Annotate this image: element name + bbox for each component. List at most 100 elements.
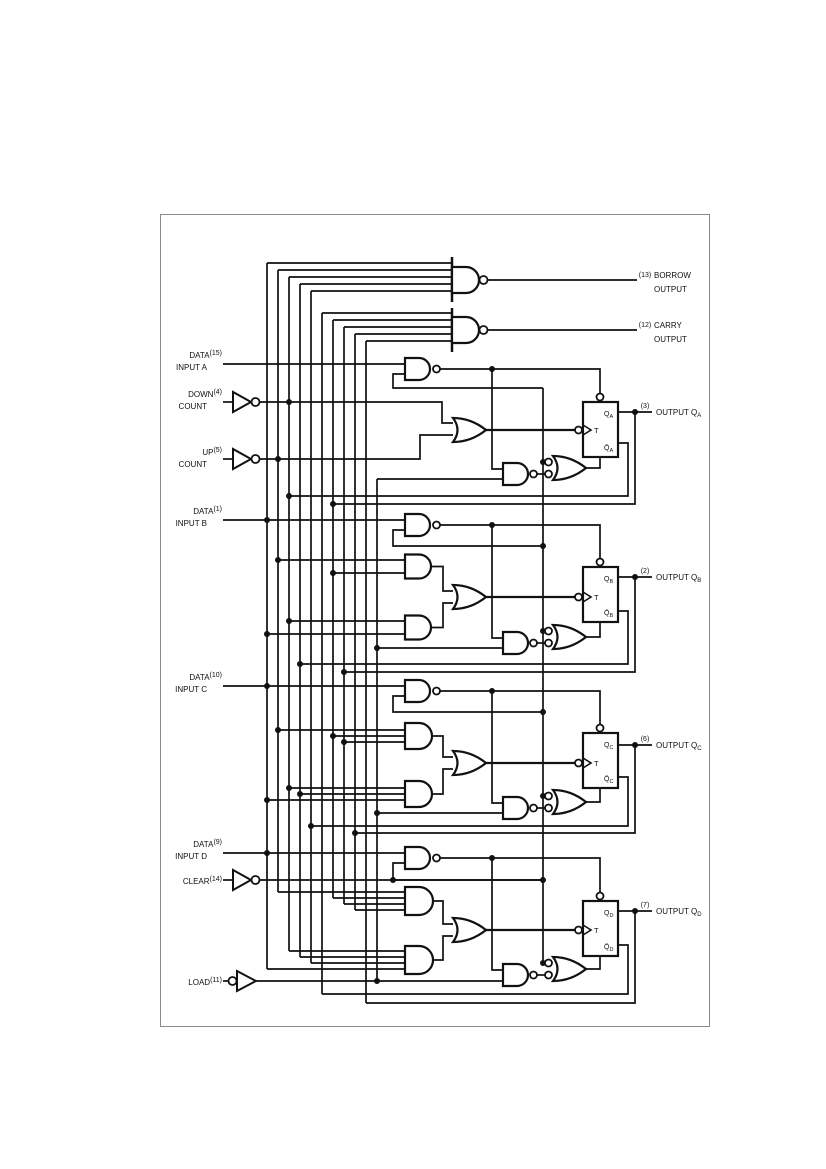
input-pin: (14) [210,876,222,883]
input-name: UP [202,448,213,457]
stage-b-or-gate [450,583,488,611]
inversion-bubble [595,392,605,402]
inversion-bubble [529,638,538,648]
stage-c-top-and-gate [403,721,434,751]
inversion-bubble [529,469,538,479]
stage-a-q-label: QA [604,411,613,420]
stage-d-clock-triangle-icon [582,924,593,936]
q-output-name: OUTPUT Q [656,573,697,582]
stage-a-data-loop-wire [392,373,543,389]
stage-c-reset-wire [586,788,601,803]
inversion-bubble [250,397,261,407]
stage-d-data-nand-gate [403,845,432,871]
q-output-sub: C [697,746,702,752]
stage-c-output-pin-label: (6) [641,736,650,743]
inversion-bubble [544,469,553,479]
stage-b-output-pin-label: (2) [641,568,650,575]
ff-qbar-sub: B [609,613,613,619]
ff-t-label: T [594,426,599,435]
stage-c-output-label: OUTPUT QC [656,741,702,752]
input-pin: (9) [213,839,222,846]
inversion-bubble [250,454,261,464]
stage-a-qbar-feedback-wire [289,442,629,497]
input-name: LOAD [188,978,210,987]
stage-a-flipflop [581,400,620,459]
borrow-pin-label: (13) [639,272,651,279]
stage-c-preset-wire [440,690,601,724]
input-name2: INPUT D [175,852,207,861]
input-name: CLEAR [183,877,210,886]
load-inverter [236,969,259,993]
down-count-wire [259,401,453,424]
stage-c-data-nand-gate [403,678,432,704]
q-pin: (7) [641,902,650,909]
ff-qbar-sub: C [609,779,613,785]
stage-d-t-label: T [594,926,599,935]
inversion-bubble [574,925,583,935]
stage-d-and-out-wire [431,900,453,925]
input-name: DOWN [188,390,214,399]
down-count-label: DOWN(4) [188,389,222,399]
input-pin: (5) [213,447,222,454]
inversion-bubble [432,520,441,530]
q-pin: (6) [641,736,650,743]
ff-t-label: T [594,926,599,935]
stage-a-reset-wire [586,457,601,469]
up-count-label: UP(5) [202,447,222,457]
ff-q-label: Q [604,411,610,418]
stage-d-q-label: QD [604,910,613,919]
data-input-d-label: DATA(9) [193,839,222,849]
carry-name2: OUTPUT [654,335,687,344]
data-input-a-label2: INPUT A [176,363,208,372]
stage-b-top-and-gate [403,553,433,580]
stage-a-q-feedback-wire [333,412,636,505]
stage-a-output-label: OUTPUT QA [656,408,701,419]
up-count-label2: COUNT [179,460,208,469]
stage-b-nor-gate [550,623,588,651]
ff-q-sub: C [609,745,613,751]
inversion-bubble [529,970,538,980]
stage-a-data-nand-gate [403,356,432,382]
stage-a-or-gate [450,416,488,444]
inversion-bubble [544,791,553,801]
inversion-bubble [478,275,489,285]
inversion-bubble [544,970,553,980]
ff-qbar-sub: D [609,947,613,953]
ff-qbar-label: Q̄ [604,943,610,951]
up-count-inverter [232,447,254,471]
input-name: DATA [193,840,214,849]
inversion-bubble [595,723,605,733]
input-name2: INPUT B [176,519,207,528]
stage-b-t-label: T [594,593,599,602]
carry-pin-label: (12) [639,322,651,329]
q-pin: (3) [641,403,650,410]
stage-d-output-pin-label: (7) [641,902,650,909]
stage-a-t-label: T [594,426,599,435]
inversion-bubble [574,592,583,602]
data-input-a-label: DATA(15) [189,350,222,360]
q-output-name: OUTPUT Q [656,907,697,916]
stage-c-q-feedback-wire [355,745,636,834]
clear-label: CLEAR(14) [183,876,222,886]
stage-d-output-label: OUTPUT QD [656,907,702,918]
data-input-b-label: DATA(1) [193,506,222,516]
inversion-bubble [544,958,553,968]
stage-c-nor-gate [550,788,588,816]
q-output-sub: B [697,578,701,584]
input-name2: COUNT [179,402,208,411]
carry-pin: (12) [639,322,651,329]
stage-a-clock-triangle-icon [582,424,593,436]
stage-b-qbar-label: Q̄B [604,609,613,619]
stage-d-nor-gate [550,955,588,983]
q-output-sub: A [697,413,701,419]
ff-t-label: T [594,593,599,602]
ff-q-sub: D [609,913,613,919]
inversion-bubble [595,557,605,567]
stage-c-data-loop-wire [392,695,543,713]
clear-inverter [232,868,254,892]
stage-d-reset-wire [586,956,601,970]
up-count-wire [259,434,453,460]
q-pin: (2) [641,568,650,575]
stage-c-flipflop [581,731,620,790]
